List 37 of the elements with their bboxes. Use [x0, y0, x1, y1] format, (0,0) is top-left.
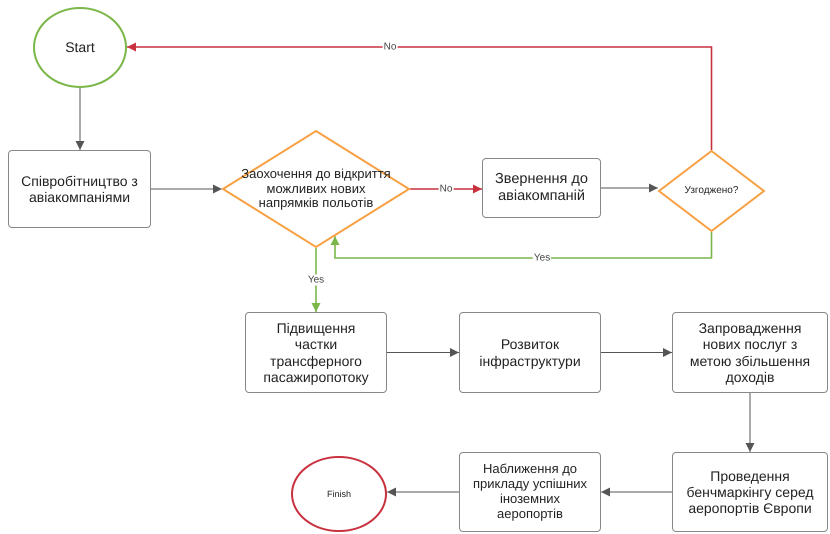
edge-label: No	[438, 184, 454, 194]
arrow	[746, 392, 754, 452]
edge-label: No	[382, 42, 398, 52]
arrow	[600, 184, 658, 192]
arrow	[150, 184, 222, 194]
process-box	[8, 150, 151, 228]
arrow	[386, 348, 460, 357]
node-label: Наближення до прикладу успішних іноземних аеропортів	[472, 462, 588, 522]
arrow	[127, 42, 712, 150]
node-label: Узгоджено?	[684, 185, 738, 197]
arrow	[410, 184, 482, 194]
node-label: Start	[65, 39, 95, 56]
process-box	[459, 312, 601, 393]
node-label: Підвищення частки трансферного пасажиропотоку	[262, 320, 370, 385]
arrow	[76, 88, 84, 150]
node-label: Співробітництво з авіакомпаніями	[20, 172, 138, 206]
terminal-ellipse	[291, 456, 387, 532]
arrow	[312, 248, 320, 312]
node-label: Запровадження нових послуг з метою збільшення доходів	[688, 320, 812, 385]
node-label: Проведення бенчмаркінгу серед аеропортів Європи	[685, 468, 815, 516]
process-box	[459, 452, 601, 532]
process-box	[482, 158, 601, 218]
arrow	[330, 232, 712, 259]
node-label: Finish	[326, 488, 351, 500]
node-label: Звернення до авіакомпаній	[494, 171, 589, 205]
process-box	[672, 312, 828, 393]
decision-diamond	[658, 150, 765, 232]
edge-label: Yes	[306, 274, 326, 286]
edge-label: Yes	[532, 252, 552, 264]
decision-diamond	[222, 130, 410, 248]
process-box	[672, 452, 828, 532]
node-label: Розвиток інфраструктури	[478, 336, 582, 369]
arrow	[600, 488, 672, 496]
arrow	[386, 488, 460, 496]
terminal-ellipse	[33, 7, 127, 88]
process-box	[245, 312, 387, 393]
arrow	[600, 348, 672, 357]
